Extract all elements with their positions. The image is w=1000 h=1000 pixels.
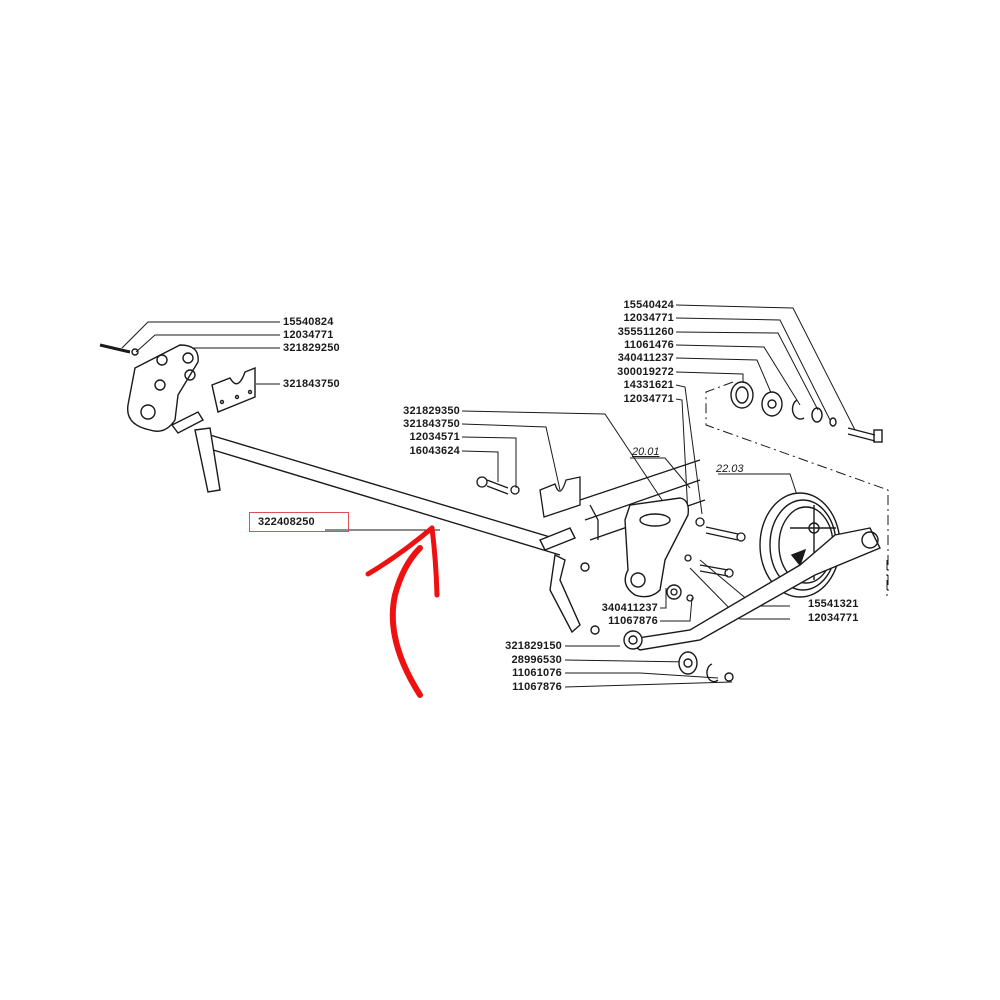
part-label[interactable]: 12034771: [623, 312, 674, 324]
swing-arm: [623, 527, 881, 651]
torsion-rod: [199, 431, 561, 556]
center-bracket: [624, 497, 690, 598]
bottom-bearing-stack: [678, 651, 734, 683]
part-label[interactable]: 11067876: [608, 615, 658, 627]
part-label[interactable]: 12034771: [808, 612, 859, 624]
leader-lines-center: [461, 410, 663, 501]
highlighted-part-label[interactable]: 322408250: [258, 516, 315, 528]
left-bracket: [99, 343, 199, 432]
leader-lines-left: [121, 321, 280, 385]
part-label[interactable]: 12034571: [409, 431, 460, 443]
part-label[interactable]: 300019272: [617, 366, 674, 378]
part-label[interactable]: 321843750: [283, 378, 340, 390]
boundary-dashed: [705, 381, 889, 600]
highlight-box: [249, 512, 349, 532]
part-label[interactable]: 340411237: [601, 602, 658, 614]
part-label[interactable]: 11061076: [512, 667, 562, 679]
part-label[interactable]: 14331621: [623, 379, 674, 391]
bolts-right: [684, 517, 746, 578]
center-lever: [539, 527, 600, 635]
part-label[interactable]: 11067876: [512, 681, 562, 693]
part-label[interactable]: 15541321: [808, 598, 859, 610]
part-label[interactable]: 15540824: [283, 316, 334, 328]
part-label[interactable]: 321829250: [283, 342, 340, 354]
red-arrow-annotation: [365, 525, 440, 698]
center-parts: [476, 476, 581, 518]
part-label[interactable]: 15540424: [623, 299, 674, 311]
part-label[interactable]: 321829350: [403, 405, 460, 417]
part-label[interactable]: 321829150: [505, 640, 562, 652]
part-label[interactable]: 12034771: [623, 393, 674, 405]
bearing-stack: [730, 381, 883, 443]
part-label[interactable]: 355511260: [617, 326, 674, 338]
part-label[interactable]: 321843750: [403, 418, 460, 430]
left-lever: [170, 411, 221, 493]
part-label[interactable]: 12034771: [283, 329, 334, 341]
left-plate: [211, 366, 256, 413]
part-label[interactable]: 28996530: [511, 654, 562, 666]
section-ref[interactable]: 20.01: [632, 446, 660, 458]
part-label[interactable]: 340411237: [617, 352, 674, 364]
part-label[interactable]: 16043624: [409, 445, 460, 457]
section-ref[interactable]: 22.03: [716, 463, 744, 475]
leader-lines-right-top: [675, 304, 856, 516]
part-label[interactable]: 11061476: [624, 339, 674, 351]
